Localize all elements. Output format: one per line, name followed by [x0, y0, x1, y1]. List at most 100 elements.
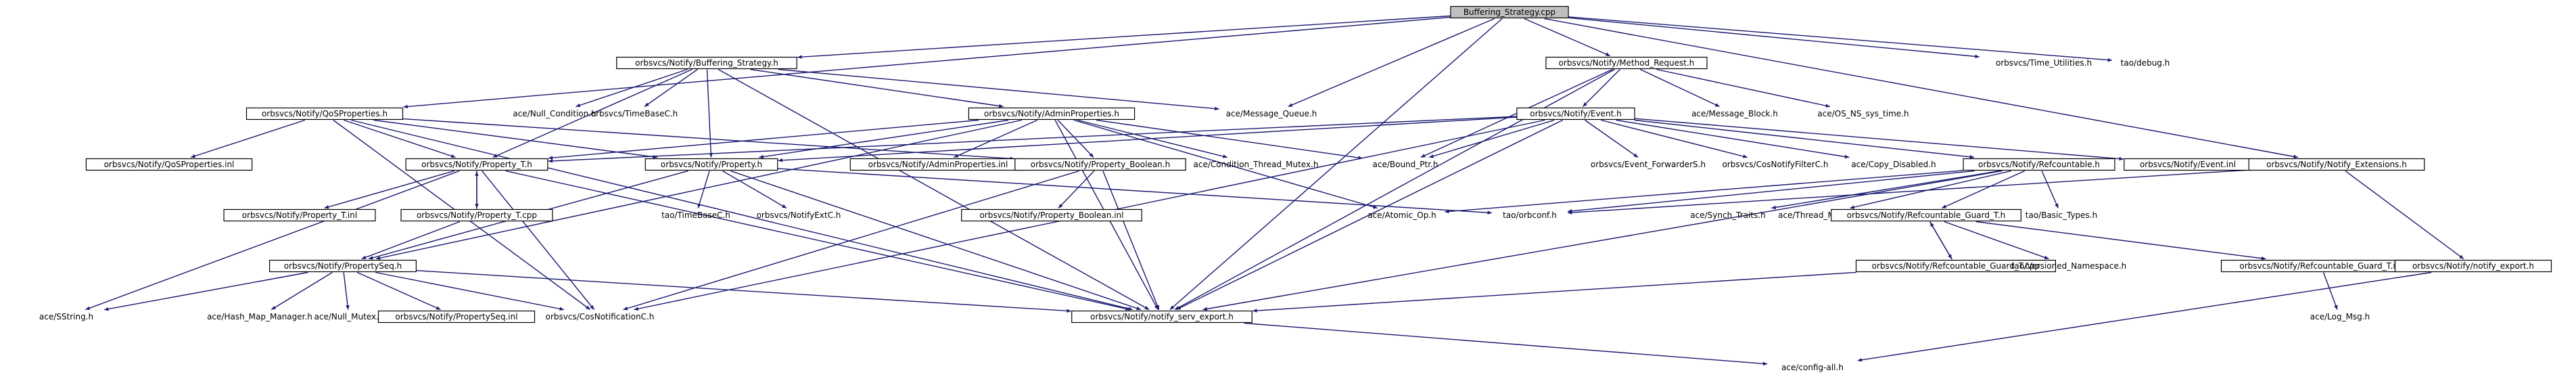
- node-n37[interactable]: orbsvcs/Notify/PropertySeq.h: [269, 259, 417, 273]
- edge-n23-to-n35: [1942, 170, 2025, 209]
- node-n1[interactable]: orbsvcs/Notify/Buffering_Strategy.h: [616, 56, 797, 70]
- node-label: orbsvcs/Time_Utilities.h: [1996, 58, 2092, 68]
- node-n18[interactable]: ace/Condition_Thread_Mutex.h: [1194, 160, 1319, 169]
- node-n19[interactable]: ace/Bound_Ptr.h: [1373, 160, 1438, 169]
- node-n23[interactable]: orbsvcs/Notify/Refcountable.h: [1963, 158, 2115, 171]
- node-n22[interactable]: ace/Copy_Disabled.h: [1851, 160, 1936, 169]
- edge-n3-to-n47: [1174, 68, 1615, 311]
- node-n3[interactable]: orbsvcs/Notify/Method_Request.h: [1545, 56, 1708, 70]
- node-box: [2248, 158, 2425, 171]
- edge-n10-to-n47: [1176, 119, 1563, 311]
- node-n33[interactable]: ace/Synch_Traits.h: [1690, 210, 1765, 220]
- node-n25[interactable]: orbsvcs/Notify/Notify_Extensions.h: [2248, 158, 2425, 171]
- node-label: orbsvcs/Notify/Refcountable_Guard_T.h: [1847, 210, 2006, 220]
- node-n44[interactable]: ace/Null_Mutex.h: [314, 312, 384, 321]
- node-n15[interactable]: orbsvcs/Notify/Property.h: [645, 158, 778, 171]
- edge-n10-to-n19: [1429, 119, 1555, 158]
- node-n12[interactable]: ace/OS_NS_sys_time.h: [1817, 109, 1908, 118]
- edge-n9-to-n17: [1057, 120, 1094, 158]
- node-box: [377, 310, 536, 324]
- node-label: ace/Null_Condition.h: [513, 109, 596, 118]
- node-n28[interactable]: tao/TimeBaseC.h: [661, 210, 730, 220]
- edge-n23-to-n31: [1445, 170, 1964, 214]
- node-n49[interactable]: ace/config-all.h: [1781, 363, 1844, 372]
- node-n16[interactable]: orbsvcs/Notify/AdminProperties.inl: [849, 158, 1027, 171]
- node-n5[interactable]: tao/debug.h: [2121, 58, 2170, 68]
- node-label: orbsvcs/Notify/notify_export.h: [2412, 261, 2534, 271]
- edge-n0-to-n6: [403, 16, 1451, 109]
- node-n48[interactable]: ace/Log_Msg.h: [2310, 312, 2370, 321]
- node-n14[interactable]: orbsvcs/Notify/Property_T.h: [405, 158, 548, 171]
- edge-n10-to-n14: [548, 116, 1517, 163]
- node-n2[interactable]: ace/Message_Queue.h: [1226, 109, 1317, 118]
- edge-n38-to-n35: [1929, 222, 1953, 260]
- edge-n0-to-n3: [1524, 18, 1611, 57]
- node-n13[interactable]: orbsvcs/Notify/QoSProperties.inl: [85, 158, 253, 171]
- node-box: [1071, 310, 1252, 324]
- edge-n0-to-n4: [1568, 17, 1980, 59]
- node-label: orbsvcs/Notify/Notify_Extensions.h: [2266, 160, 2407, 169]
- node-label: ace/SString.h: [39, 312, 93, 321]
- node-n42[interactable]: ace/SString.h: [39, 312, 93, 321]
- edge-n10-to-n22: [1616, 119, 1850, 159]
- node-n21[interactable]: orbsvcs/CosNotifyFilterC.h: [1722, 160, 1828, 169]
- node-n35[interactable]: orbsvcs/Notify/Refcountable_Guard_T.h: [1831, 208, 2021, 222]
- node-box: [961, 208, 1142, 222]
- node-n31[interactable]: ace/Atomic_Op.h: [1367, 210, 1436, 220]
- edge-n35-to-n40: [1975, 221, 2266, 261]
- edge-n23-to-n36: [2041, 171, 2059, 208]
- edge-n41-to-n49: [1857, 271, 2432, 362]
- node-n10[interactable]: orbsvcs/Notify/Event.h: [1516, 107, 1635, 120]
- node-n32[interactable]: tao/orbconf.h: [1503, 210, 1557, 220]
- node-n4[interactable]: orbsvcs/Time_Utilities.h: [1996, 58, 2092, 68]
- node-n11[interactable]: ace/Message_Block.h: [1691, 109, 1778, 118]
- node-n17[interactable]: orbsvcs/Notify/Property_Boolean.h: [1014, 158, 1186, 171]
- edge-n1-to-n7: [576, 68, 688, 108]
- node-n47[interactable]: orbsvcs/Notify/notify_serv_export.h: [1071, 310, 1252, 324]
- edge-n14-to-n47: [505, 170, 1130, 311]
- edge-n9-to-n14: [548, 119, 979, 160]
- edge-n0-to-n47: [1169, 18, 1503, 311]
- node-n0[interactable]: Buffering_Strategy.cpp: [1450, 5, 1569, 19]
- node-n38[interactable]: orbsvcs/Notify/Refcountable_Guard_T.cpp: [1855, 259, 2057, 273]
- node-box: [968, 107, 1135, 120]
- edge-n10-to-n20: [1585, 119, 1639, 158]
- node-label: ace/Atomic_Op.h: [1367, 210, 1436, 220]
- node-label: orbsvcs/Notify/Method_Request.h: [1559, 58, 1695, 68]
- node-label: orbsvcs/CosNotifyFilterC.h: [1722, 160, 1828, 169]
- node-n45[interactable]: orbsvcs/Notify/PropertySeq.inl: [377, 310, 536, 324]
- node-box: [1450, 5, 1569, 19]
- node-n6[interactable]: orbsvcs/Notify/QoSProperties.h: [245, 107, 404, 120]
- node-label: orbsvcs/Notify/Property_T.inl: [242, 210, 357, 220]
- node-n40[interactable]: orbsvcs/Notify/Refcountable_Guard_T.inl: [2220, 259, 2422, 273]
- node-label: ace/Copy_Disabled.h: [1851, 160, 1936, 169]
- edge-n0-to-n5: [1568, 16, 2113, 62]
- edge-layer: [85, 15, 2464, 366]
- node-label: orbsvcs/Notify/PropertySeq.inl: [395, 312, 517, 321]
- node-n29[interactable]: orbsvcs/NotifyExtC.h: [757, 210, 841, 220]
- edge-n23-to-n33: [1771, 170, 2000, 210]
- node-label: Buffering_Strategy.cpp: [1463, 7, 1555, 17]
- edge-n17-to-n46: [623, 170, 1079, 311]
- node-n26[interactable]: orbsvcs/Notify/Property_T.inl: [223, 208, 376, 222]
- node-n27[interactable]: orbsvcs/Notify/Property_T.cpp: [400, 208, 553, 222]
- node-label: orbsvcs/Notify/AdminProperties.h: [984, 109, 1119, 118]
- edge-n10-to-n24: [1635, 118, 2124, 161]
- node-label: orbsvcs/Notify/AdminProperties.inl: [868, 160, 1008, 169]
- node-label: tao/Versioned_Namespace.h: [2011, 261, 2127, 271]
- node-label: tao/orbconf.h: [1503, 210, 1557, 220]
- node-n36[interactable]: tao/Basic_Types.h: [2025, 210, 2097, 220]
- node-n7[interactable]: ace/Null_Condition.h: [513, 109, 596, 118]
- node-box: [1545, 56, 1708, 70]
- node-n9[interactable]: orbsvcs/Notify/AdminProperties.h: [968, 107, 1135, 120]
- node-box: [1855, 259, 2057, 273]
- node-n24[interactable]: orbsvcs/Notify/Event.inl: [2124, 158, 2252, 171]
- node-n8[interactable]: orbsvcs/TimeBaseC.h: [591, 109, 678, 118]
- node-n20[interactable]: orbsvcs/Event_ForwarderS.h: [1591, 160, 1706, 169]
- node-n39[interactable]: tao/Versioned_Namespace.h: [2011, 261, 2127, 271]
- node-n30[interactable]: orbsvcs/Notify/Property_Boolean.inl: [961, 208, 1142, 222]
- node-n41[interactable]: orbsvcs/Notify/notify_export.h: [2394, 259, 2552, 273]
- node-n43[interactable]: ace/Hash_Map_Manager.h: [207, 312, 312, 321]
- node-n46[interactable]: orbsvcs/CosNotificationC.h: [546, 312, 655, 321]
- edge-n0-to-n2: [1288, 18, 1495, 108]
